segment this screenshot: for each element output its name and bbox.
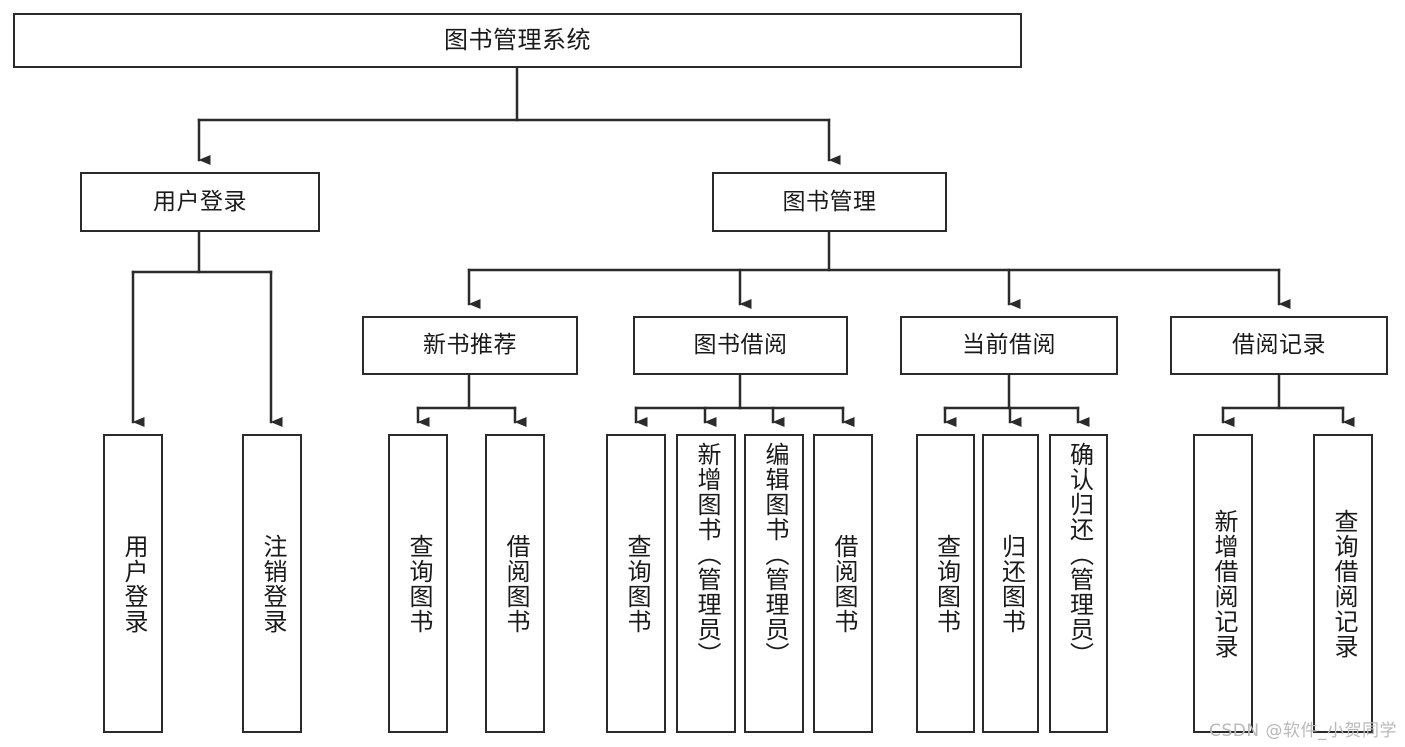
node-book-borrow-label: 图书借阅: [693, 332, 788, 359]
leaf-new-book-borrow-label: 借阅图书: [501, 533, 530, 634]
node-new-book-recommend-label: 新书推荐: [423, 332, 517, 359]
csdn-watermark: CSDN @软件_小贺同学: [1209, 721, 1397, 741]
node-book-manage[interactable]: 图书管理: [712, 172, 947, 232]
leaf-borrow-record-query[interactable]: 查询借阅记录: [1313, 434, 1373, 733]
leaf-user-login-signin[interactable]: 用户登录: [103, 434, 163, 733]
leaf-user-login-signin-label: 用户登录: [119, 533, 148, 634]
leaf-book-borrow-add[interactable]: 新增图书（管理员）: [676, 434, 736, 733]
node-user-login-label: 用户登录: [153, 188, 247, 215]
leaf-current-borrow-return[interactable]: 归还图书: [982, 434, 1039, 733]
edge-new-book-to-leaves: [416, 373, 527, 427]
edge-book-borrow-to-leaves: [634, 373, 855, 427]
node-book-borrow[interactable]: 图书借阅: [633, 316, 848, 375]
leaf-book-borrow-query[interactable]: 查询图书: [606, 434, 666, 733]
leaf-user-login-signout-label: 注销登录: [258, 533, 287, 634]
leaf-borrow-record-query-label: 查询借阅记录: [1329, 508, 1358, 659]
node-root-system-label: 图书管理系统: [444, 25, 591, 54]
leaf-current-borrow-query-label: 查询图书: [932, 533, 961, 634]
leaf-new-book-query-label: 查询图书: [404, 533, 433, 634]
leaf-book-borrow-edit-label: 编辑图书（管理员）: [760, 442, 789, 667]
leaf-book-borrow-edit[interactable]: 编辑图书（管理员）: [744, 434, 804, 733]
leaf-book-borrow-add-label: 新增图书（管理员）: [692, 442, 721, 667]
edge-borrow-record-to-leaves: [1221, 373, 1355, 427]
leaf-borrow-record-add-label: 新增借阅记录: [1209, 508, 1238, 659]
leaf-user-login-signout[interactable]: 注销登录: [242, 434, 302, 733]
node-root-system[interactable]: 图书管理系统: [13, 13, 1022, 68]
leaf-current-borrow-return-label: 归还图书: [997, 533, 1026, 634]
node-current-borrow[interactable]: 当前借阅: [900, 316, 1118, 375]
node-borrow-record[interactable]: 借阅记录: [1170, 316, 1388, 375]
node-book-manage-label: 图书管理: [782, 188, 877, 215]
leaf-new-book-query[interactable]: 查询图书: [388, 434, 448, 733]
edge-user-login-to-leaves: [131, 230, 283, 427]
edge-current-borrow-to-leaves: [943, 373, 1090, 427]
node-current-borrow-label: 当前借阅: [962, 332, 1056, 359]
node-new-book-recommend[interactable]: 新书推荐: [362, 316, 578, 375]
leaf-new-book-borrow[interactable]: 借阅图书: [485, 434, 545, 733]
leaf-current-borrow-query[interactable]: 查询图书: [916, 434, 975, 733]
edge-book-manage-to-level2: [467, 230, 1291, 309]
leaf-book-borrow-borrow[interactable]: 借阅图书: [813, 434, 873, 733]
leaf-current-borrow-confirm-return-label: 确认归还（管理员）: [1065, 442, 1094, 667]
leaf-current-borrow-confirm-return[interactable]: 确认归还（管理员）: [1049, 434, 1108, 733]
edge-root-to-level1: [197, 66, 841, 165]
leaf-book-borrow-borrow-label: 借阅图书: [829, 533, 858, 634]
leaf-book-borrow-query-label: 查询图书: [622, 533, 651, 634]
leaf-borrow-record-add[interactable]: 新增借阅记录: [1193, 434, 1253, 733]
node-borrow-record-label: 借阅记录: [1232, 332, 1326, 359]
node-user-login[interactable]: 用户登录: [80, 172, 320, 232]
